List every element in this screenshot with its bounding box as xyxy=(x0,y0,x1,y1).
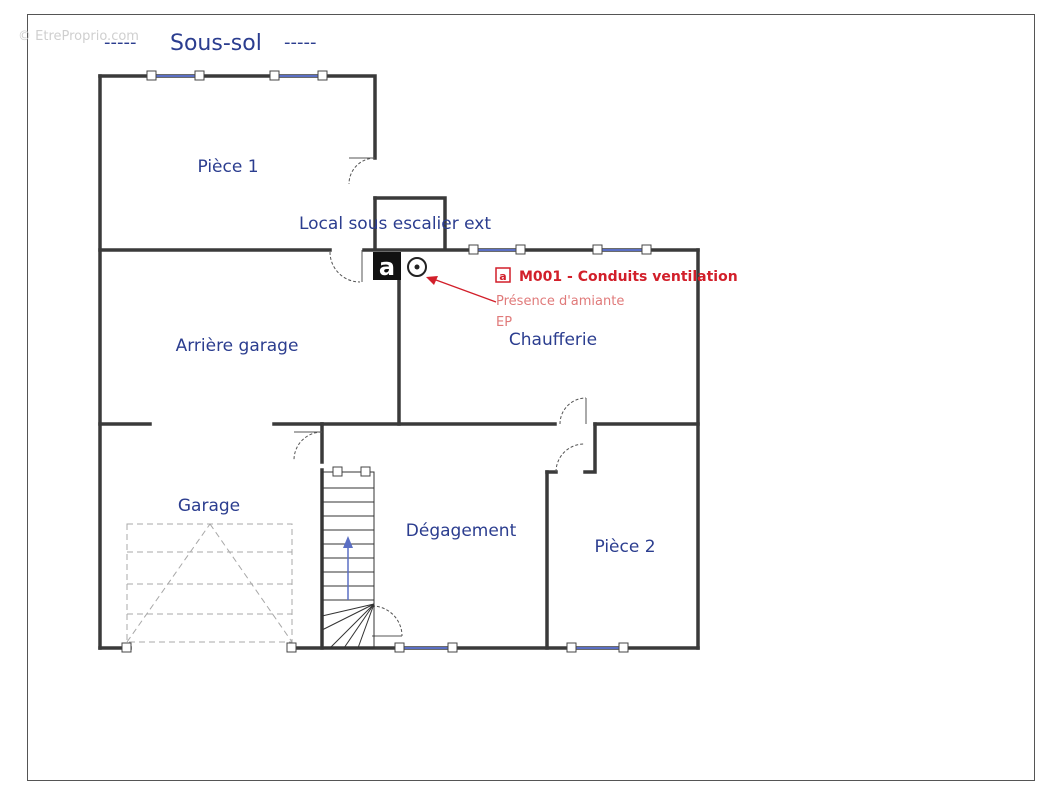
room-label-chaufferie: Chaufferie xyxy=(509,330,597,350)
stair-winder xyxy=(329,603,375,649)
stair-winder xyxy=(343,603,375,649)
sample-marker[interactable]: a xyxy=(373,252,427,281)
garage-door-diagonal xyxy=(209,523,293,643)
room-label-piece2: Pièce 2 xyxy=(594,537,655,557)
window-frame xyxy=(566,642,577,653)
annotation-code: M001 - Conduits ventilation xyxy=(519,269,738,285)
stair-outline xyxy=(321,471,375,649)
stair-post xyxy=(360,466,371,477)
window-frame xyxy=(641,244,652,255)
sample-point-dot xyxy=(414,264,420,270)
garage-post xyxy=(286,642,297,653)
annotation-ep: EP xyxy=(496,315,512,330)
room-label-local-escalier: Local sous escalier ext xyxy=(299,214,491,234)
window-frame xyxy=(317,70,328,81)
title-dashes-right: ----- xyxy=(284,32,316,53)
staircase xyxy=(321,466,375,649)
door-swing xyxy=(293,431,323,461)
doors xyxy=(293,157,587,637)
door-swing xyxy=(371,605,403,637)
stair-winder xyxy=(357,603,375,649)
room-label-degagement: Dégagement xyxy=(406,521,517,541)
title-dashes-left: ----- xyxy=(104,32,136,53)
door-swing xyxy=(329,251,361,283)
page-title: Sous-sol xyxy=(170,31,262,56)
annotation-badge xyxy=(495,267,511,283)
wall-local-box xyxy=(373,196,447,250)
door-swing xyxy=(348,157,376,185)
window-frame xyxy=(269,70,280,81)
window-frame xyxy=(194,70,205,81)
marker-glyph: a xyxy=(379,253,395,281)
walls xyxy=(98,74,700,650)
door-swing xyxy=(555,443,585,473)
window-frame xyxy=(515,244,526,255)
windows xyxy=(121,70,652,653)
annotation: a M001 - Conduits ventilation Présence d… xyxy=(426,267,738,330)
annotation-arrow-icon xyxy=(426,276,438,285)
wall-piece1-top xyxy=(98,74,377,160)
annotation-leader-line xyxy=(435,279,497,303)
plan-frame xyxy=(27,14,1035,781)
room-label-piece1: Pièce 1 xyxy=(197,157,258,177)
room-label-arriere-garage: Arrière garage xyxy=(176,336,299,356)
window-frame xyxy=(394,642,405,653)
garage-door-outline xyxy=(126,523,293,643)
room-label-garage: Garage xyxy=(178,496,240,516)
wall-piece2-notch xyxy=(583,422,597,474)
stair-winder xyxy=(321,603,375,631)
annotation-status: Présence d'amiante xyxy=(496,294,624,309)
stair-post xyxy=(332,466,343,477)
window-frame xyxy=(468,244,479,255)
window-frame xyxy=(618,642,629,653)
stair-winder xyxy=(321,603,375,617)
window-frame xyxy=(592,244,603,255)
garage-post xyxy=(121,642,132,653)
window-frame xyxy=(447,642,458,653)
window-frame xyxy=(146,70,157,81)
door-swing xyxy=(559,397,587,425)
stair-direction-arrow-icon xyxy=(343,536,353,548)
watermark: © EtreProprio.com xyxy=(18,29,139,44)
marker-badge xyxy=(373,252,401,280)
annotation-badge-glyph: a xyxy=(499,270,506,283)
garage-door-rect xyxy=(126,523,293,643)
garage-door-diagonal xyxy=(126,523,211,643)
